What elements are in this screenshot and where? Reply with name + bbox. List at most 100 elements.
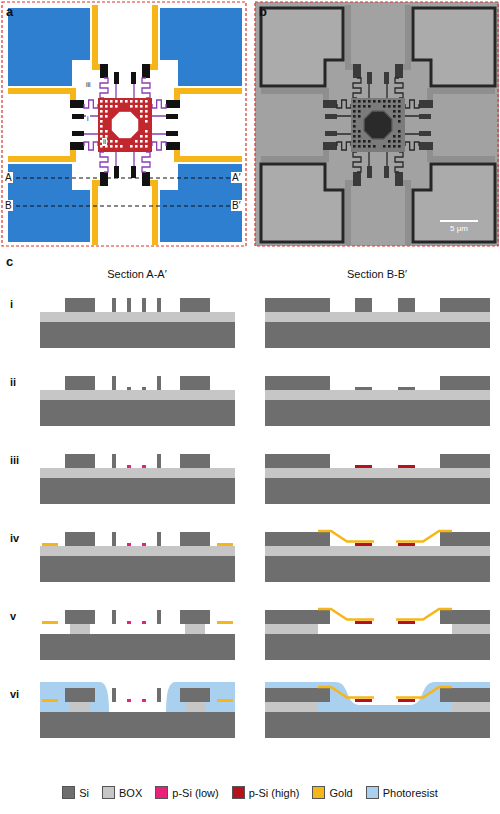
etch-hole (398, 105, 401, 108)
comb-finger (419, 131, 431, 136)
anchor-bar (419, 142, 433, 150)
handle-si (40, 478, 235, 504)
p-si-high (398, 543, 415, 546)
gold-trace (261, 150, 329, 162)
contact-pad (261, 164, 343, 242)
etch-hole (373, 100, 376, 103)
etch-hole (358, 110, 361, 113)
etch-hole (393, 110, 396, 113)
step-number: iv (10, 532, 19, 544)
etch-hole (145, 140, 148, 143)
etch-hole (110, 100, 113, 103)
comb-finger (419, 114, 431, 119)
anchor-bar (166, 142, 180, 150)
etch-hole (368, 100, 371, 103)
gold-pad (42, 543, 58, 546)
panel-border (2, 2, 246, 246)
box-layer (40, 312, 235, 322)
panel-ground (255, 2, 499, 246)
etch-hole (130, 145, 133, 148)
device-si (265, 298, 330, 312)
handle-si (265, 634, 490, 660)
si-fin (112, 532, 116, 546)
device-si (265, 376, 330, 390)
device-si (180, 454, 210, 468)
gold-trace (146, 180, 158, 245)
p-si-low (142, 621, 146, 624)
etch-hole (100, 120, 103, 123)
device-si (440, 376, 490, 390)
anchor-bar (323, 100, 337, 108)
etch-hole (388, 100, 391, 103)
etch-hole (398, 145, 401, 148)
etch-hole (110, 105, 113, 108)
etch-hole (398, 135, 401, 138)
device-si (65, 532, 95, 546)
gold-trace (399, 180, 411, 245)
device-si (440, 454, 490, 468)
contact-pad (8, 164, 90, 242)
gold-trace (174, 150, 242, 162)
etch-hole (398, 100, 401, 103)
octagon-opening (364, 111, 392, 139)
step-number: ii (10, 376, 16, 388)
etch-hole (398, 115, 401, 118)
scale-label: 5 μm (450, 225, 468, 234)
panel-ground (2, 2, 246, 246)
device-si (265, 532, 330, 546)
device-si (440, 532, 490, 546)
etch-hole (358, 130, 361, 133)
thinned-si (398, 387, 415, 390)
etch-hole (140, 100, 143, 103)
legend-swatch (312, 786, 325, 799)
si-fin (157, 298, 161, 312)
spring-beam (84, 142, 98, 150)
etch-hole (353, 130, 356, 133)
gold-trace (427, 88, 495, 100)
gold-trace (399, 5, 411, 70)
cross-section-row (40, 454, 490, 504)
legend-label: Gold (329, 787, 352, 799)
etch-hole (353, 145, 356, 148)
step-number: vi (10, 688, 19, 700)
box-layer (70, 702, 90, 712)
section-line (16, 178, 230, 179)
etch-hole (358, 105, 361, 108)
spring-beam (353, 78, 361, 98)
gold-trace (318, 687, 452, 698)
etch-hole (145, 135, 148, 138)
etch-hole (110, 140, 113, 143)
photoresist (166, 682, 235, 712)
panel-border (255, 2, 498, 246)
etch-hole (398, 110, 401, 113)
etch-hole (135, 145, 138, 148)
panel-letter: c (6, 255, 13, 269)
etch-hole (105, 105, 108, 108)
comb-finger (384, 166, 389, 178)
anchor-bar (395, 64, 403, 78)
p-si-low (142, 699, 146, 702)
legend-item: Photoresist (366, 786, 438, 799)
spring-beam (84, 100, 98, 108)
gold-trace (318, 531, 452, 542)
etch-hole (378, 100, 381, 103)
box-layer (265, 546, 490, 556)
spring-beam (100, 78, 108, 98)
box-layer (452, 624, 490, 634)
box-layer (185, 624, 205, 634)
gold-trace (8, 150, 76, 162)
etch-hole (358, 145, 361, 148)
legend-swatch (102, 786, 115, 799)
etch-hole (140, 110, 143, 113)
hole-array (100, 100, 148, 148)
legend-swatch (232, 786, 245, 799)
section-line (16, 206, 230, 207)
cross-section-row (40, 298, 490, 348)
etch-hole (105, 110, 108, 113)
etch-hole (353, 110, 356, 113)
section-mark: B′ (231, 200, 242, 211)
etch-hole (145, 100, 148, 103)
si-fin (157, 376, 161, 390)
anchor-bar (100, 64, 108, 78)
